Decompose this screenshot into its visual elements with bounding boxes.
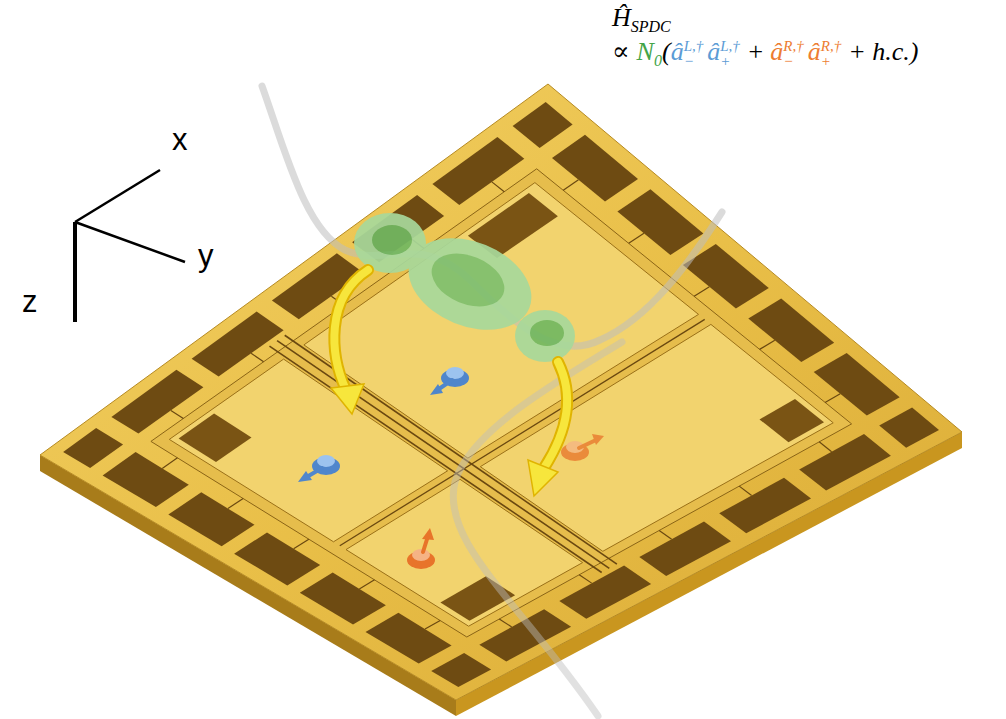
trace	[228, 498, 243, 508]
corner-pad	[431, 653, 491, 687]
subscript: −	[783, 54, 803, 69]
ion-molecule	[354, 213, 575, 362]
formula-stack: L,†−	[684, 39, 704, 69]
trace	[425, 620, 440, 629]
formula-symbol: (	[662, 37, 671, 66]
formula-symbol: +	[747, 37, 765, 66]
superscript: L,†	[684, 39, 704, 54]
trace	[694, 287, 709, 297]
trace	[659, 530, 671, 539]
superscript: R,†	[783, 39, 803, 54]
formula-line: ĤSPDC	[612, 2, 671, 36]
formula-line: ∝N0(âL,†−âL,†++âR,†−âR,†++ h.c.)	[612, 36, 918, 70]
bond-pad	[103, 452, 189, 507]
spin-blue	[298, 455, 340, 482]
trace	[171, 410, 183, 418]
window	[760, 399, 825, 442]
trace	[492, 182, 504, 192]
bond-pad	[366, 613, 452, 664]
formula-symbol: N	[637, 37, 654, 66]
trench-line	[277, 341, 609, 569]
formula-symbol: ∝	[612, 37, 630, 66]
corner-pad	[63, 428, 123, 468]
transfer-arrow	[528, 362, 567, 496]
corner-pad	[879, 408, 939, 448]
formula-symbol: Ĥ	[612, 3, 631, 32]
axes	[75, 170, 185, 322]
spin-orange	[561, 434, 604, 461]
spin-orange	[407, 528, 435, 569]
trace	[739, 486, 751, 495]
trace	[359, 580, 374, 589]
trace	[499, 619, 511, 627]
trench-line	[269, 346, 601, 572]
subscript: −	[684, 54, 704, 69]
trace	[760, 340, 775, 349]
axis-label: x	[172, 124, 188, 155]
potential-curve	[262, 86, 722, 346]
bond-pad	[234, 533, 320, 586]
trace	[579, 575, 591, 583]
formula-stack: R,†+	[821, 39, 841, 69]
formula-symbol: â	[707, 37, 720, 66]
subscript: +	[821, 54, 841, 69]
trace	[251, 353, 263, 361]
bond-pad	[300, 573, 386, 625]
superscript: R,†	[821, 39, 841, 54]
chip-top	[40, 84, 962, 700]
bond-pad	[168, 492, 254, 546]
trace	[294, 539, 309, 549]
formula-symbol: + h.c.)	[848, 37, 918, 66]
spin-blue	[430, 367, 469, 395]
corner-pad	[513, 102, 573, 148]
axis-label: z	[22, 286, 38, 317]
superscript: L,†	[720, 39, 740, 54]
chip	[40, 84, 962, 716]
axis-label: y	[198, 240, 214, 271]
formula-symbol: â	[808, 37, 821, 66]
trace	[819, 442, 831, 452]
subscript: SPDC	[631, 18, 671, 35]
formula-symbol: â	[671, 37, 684, 66]
window	[179, 414, 252, 462]
trace	[563, 180, 578, 191]
trench-line	[340, 319, 705, 545]
subscript: 0	[654, 52, 662, 69]
formula-symbol: â	[770, 37, 783, 66]
subscript: +	[720, 54, 740, 69]
formula-stack: R,†−	[783, 39, 803, 69]
trace	[162, 458, 177, 469]
formula-stack: L,†+	[720, 39, 740, 69]
inner-frame	[151, 169, 852, 637]
trace	[629, 233, 644, 243]
transfer-arrow	[331, 270, 368, 414]
trace	[825, 394, 840, 403]
potential-curve	[453, 342, 622, 716]
